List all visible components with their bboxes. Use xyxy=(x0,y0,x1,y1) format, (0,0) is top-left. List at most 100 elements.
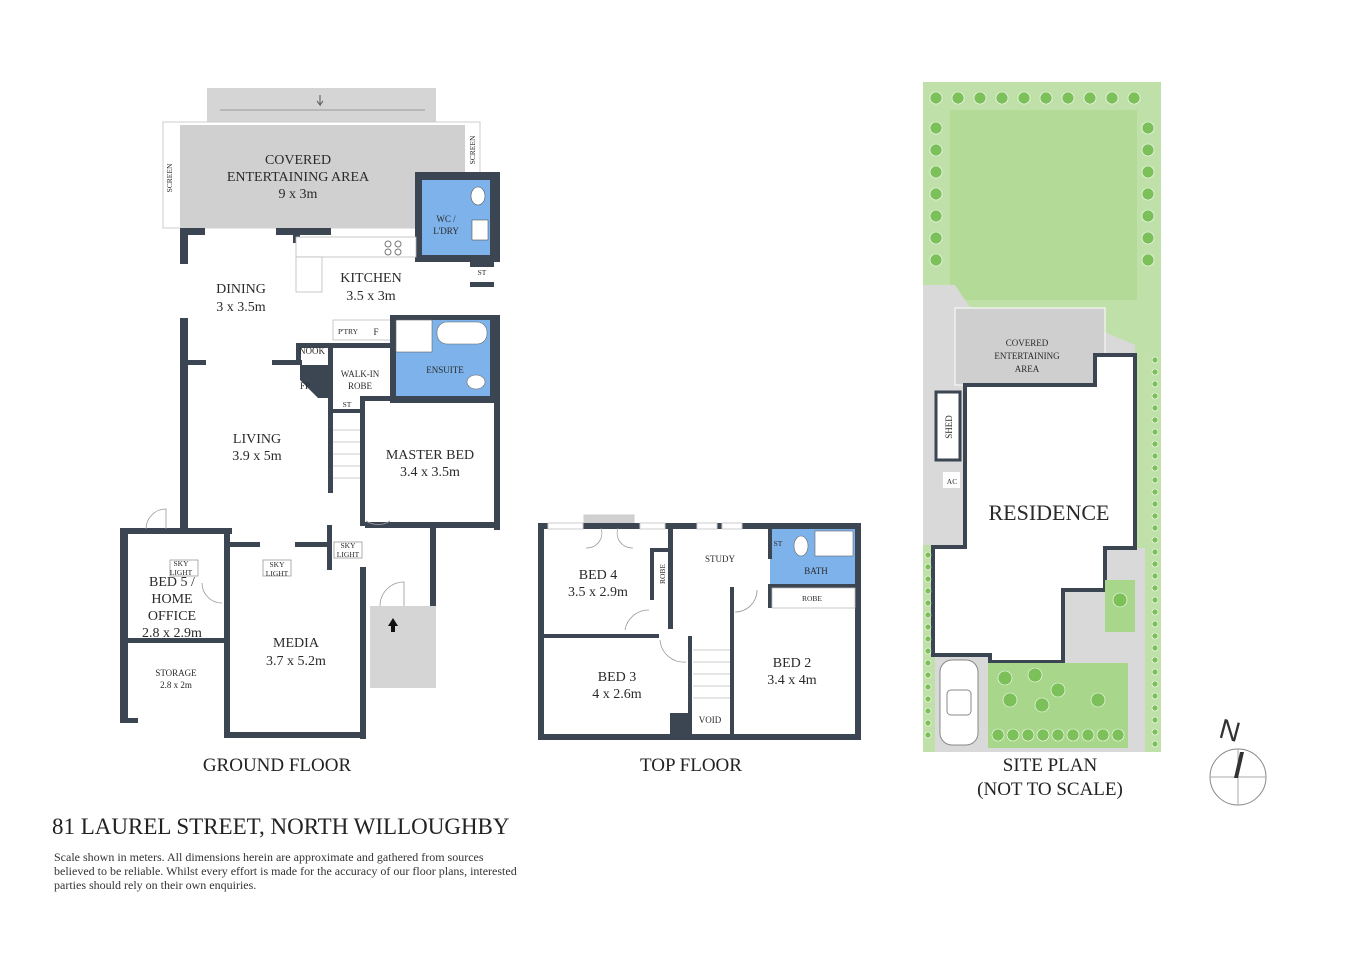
plant-icon xyxy=(1034,697,1050,713)
room-label: OFFICE xyxy=(148,609,196,624)
room-label: ENTERTAINING xyxy=(994,351,1060,361)
room-label: FP xyxy=(300,381,310,391)
plant-icon xyxy=(1051,728,1065,742)
plant-icon xyxy=(924,575,932,583)
plant-icon xyxy=(1081,728,1095,742)
plant-icon xyxy=(1151,380,1159,388)
room-label: 4 x 2.6m xyxy=(592,687,642,702)
plant-icon xyxy=(924,563,932,571)
room-label: BED 5 / xyxy=(149,575,195,590)
plant-icon xyxy=(1111,728,1125,742)
room-label: WALK-IN xyxy=(341,369,380,379)
plant-icon xyxy=(991,728,1005,742)
plant-icon xyxy=(924,647,932,655)
room-label: SKY xyxy=(340,541,356,550)
lawn xyxy=(950,110,1137,300)
plant-icon xyxy=(1112,592,1128,608)
plant-icon xyxy=(1151,464,1159,472)
plant-icon xyxy=(1002,692,1018,708)
plant-icon xyxy=(1141,165,1155,179)
top-floor-labels: BED 4 3.5 x 2.9m ROBE STUDY ST BATH ROBE… xyxy=(568,539,828,776)
plant-icon xyxy=(929,165,943,179)
plant-icon xyxy=(924,695,932,703)
north-label: N xyxy=(1216,713,1244,748)
room-label: ST xyxy=(343,400,352,409)
plant-icon xyxy=(1151,452,1159,460)
plant-icon xyxy=(1151,596,1159,604)
plant-icon xyxy=(929,253,943,267)
site-plan-subtitle: (NOT TO SCALE) xyxy=(977,779,1123,800)
plant-icon xyxy=(1151,404,1159,412)
plant-icon xyxy=(929,209,943,223)
plant-icon xyxy=(924,587,932,595)
room-label: BED 2 xyxy=(773,656,812,671)
site-plan-title: SITE PLAN xyxy=(1003,755,1098,776)
property-address: 81 LAUREL STREET, NORTH WILLOUGHBY xyxy=(52,814,510,839)
room-label: WC / xyxy=(436,214,456,224)
plant-icon xyxy=(929,121,943,135)
room-label: ROBE xyxy=(348,381,373,391)
room-label: AREA xyxy=(1015,364,1040,374)
room-label: SCREEN xyxy=(468,135,477,164)
plant-icon xyxy=(1151,440,1159,448)
plant-icon xyxy=(1083,91,1097,105)
room-label: LIGHT xyxy=(170,568,193,577)
room-label: ST xyxy=(478,268,487,277)
site-plan: COVERED ENTERTAINING AREA SHED AC RESIDE… xyxy=(923,82,1161,800)
room-label: BED 3 xyxy=(598,670,637,685)
room-label: SKY xyxy=(269,560,285,569)
plant-icon xyxy=(924,599,932,607)
plant-icon xyxy=(924,719,932,727)
room-label: ST xyxy=(774,539,783,548)
plant-icon xyxy=(1151,668,1159,676)
room-label: 3.9 x 5m xyxy=(232,449,282,464)
room-label: STUDY xyxy=(705,554,736,564)
room-label: 3.7 x 5.2m xyxy=(266,654,326,669)
room-label: L'DRY xyxy=(433,226,459,236)
plant-icon xyxy=(1151,368,1159,376)
plant-icon xyxy=(924,731,932,739)
room-label: STORAGE xyxy=(155,668,197,678)
room-label: COVERED xyxy=(265,153,331,168)
plant-icon xyxy=(1151,356,1159,364)
plant-icon xyxy=(1105,91,1119,105)
room-dimension: 9 x 3m xyxy=(279,187,318,202)
plant-icon xyxy=(924,635,932,643)
room-label: ROBE xyxy=(658,564,667,584)
plant-icon xyxy=(1151,500,1159,508)
plant-icon xyxy=(1141,231,1155,245)
room-label: VOID xyxy=(699,715,722,725)
room-label: LIVING xyxy=(233,432,281,447)
plant-icon xyxy=(929,143,943,157)
plant-icon xyxy=(1151,584,1159,592)
plant-icon xyxy=(1039,91,1053,105)
room-label: COVERED xyxy=(1006,338,1049,348)
room-label: 2.8 x 2m xyxy=(160,680,192,690)
top-floor-title: TOP FLOOR xyxy=(640,755,742,776)
plant-icon xyxy=(1090,692,1106,708)
room-label: 3.5 x 3m xyxy=(346,289,396,304)
room-label: 3.4 x 4m xyxy=(767,673,817,688)
ground-floor-labels: COVERED ENTERTAINING AREA 9 x 3m SCREEN … xyxy=(142,135,487,776)
plant-icon xyxy=(1027,667,1043,683)
plant-icon xyxy=(973,91,987,105)
plant-icon xyxy=(1141,209,1155,223)
room-label: ROBE xyxy=(802,594,822,603)
plant-icon xyxy=(1151,692,1159,700)
car-icon xyxy=(939,659,979,746)
plant-icon xyxy=(1151,560,1159,568)
room-label: MEDIA xyxy=(273,636,320,651)
plant-icon xyxy=(997,670,1013,686)
plant-icon xyxy=(1141,187,1155,201)
room-label: LIGHT xyxy=(266,569,289,578)
plant-icon xyxy=(1151,704,1159,712)
plant-icon xyxy=(1151,548,1159,556)
residence-footprint xyxy=(931,353,1137,664)
plant-icon xyxy=(1151,572,1159,580)
plant-icon xyxy=(1151,728,1159,736)
plant-icon xyxy=(1151,392,1159,400)
ground-floor-plan xyxy=(120,88,500,739)
plant-icon xyxy=(951,91,965,105)
room-label: DINING xyxy=(216,282,266,297)
ground-floor-title: GROUND FLOOR xyxy=(203,755,352,776)
